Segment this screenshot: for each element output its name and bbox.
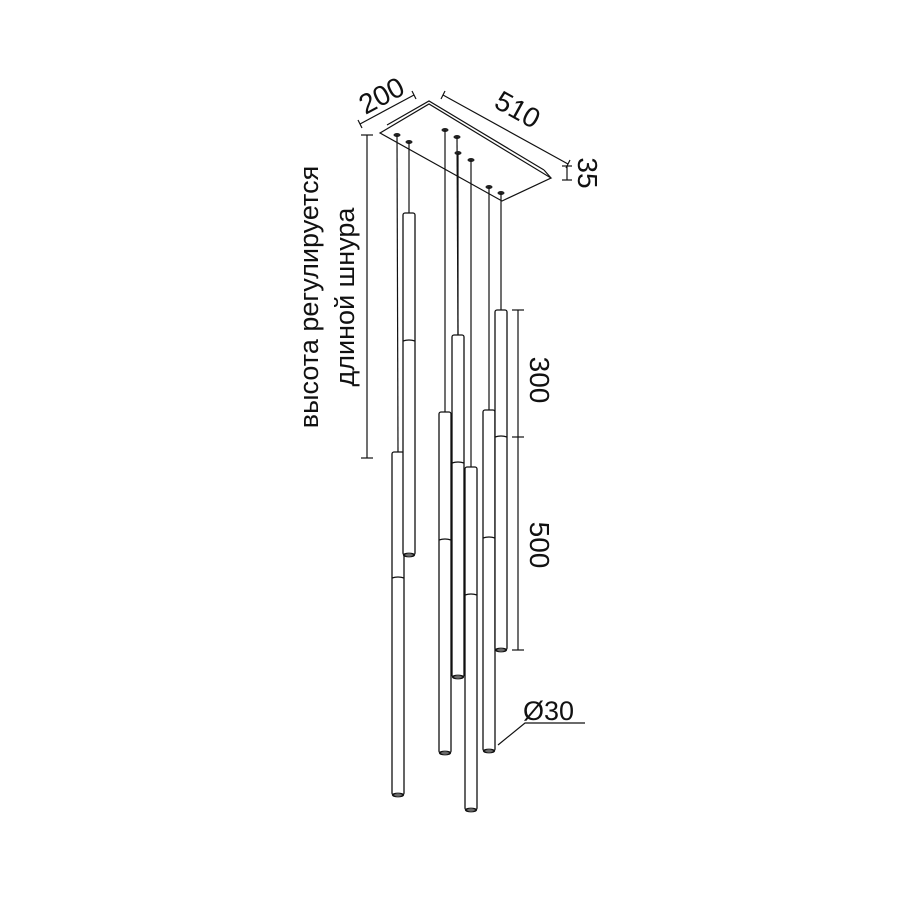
tube-body <box>482 409 496 752</box>
diameter-label: Ø30 <box>523 696 574 726</box>
tube-joint <box>451 461 465 464</box>
pendant-tube <box>464 466 478 813</box>
tube-joint <box>494 435 508 438</box>
tube-joint <box>438 538 452 541</box>
tube-joint <box>391 576 405 579</box>
tube-body <box>464 466 478 811</box>
short-segment-label: 300 <box>524 357 555 404</box>
pendant-tube <box>494 309 508 653</box>
note-line-2: длиной шнура <box>330 207 360 387</box>
width-label: 200 <box>354 71 410 120</box>
tube-end <box>494 647 508 653</box>
cord <box>396 134 399 453</box>
pendant-tubes <box>391 212 508 813</box>
tube-joint <box>402 339 416 342</box>
diameter-callout: Ø30 <box>497 696 585 746</box>
tube-end <box>482 748 496 754</box>
dimension-width: 200 <box>354 71 417 129</box>
pendant-tube <box>482 409 496 754</box>
tube-joint <box>464 593 478 596</box>
tube-end <box>402 552 416 558</box>
tube-end <box>451 674 465 680</box>
tube-length-dimensions: 300 500 <box>512 309 555 651</box>
pendant-tube <box>391 451 405 798</box>
canopy <box>378 100 553 202</box>
adjustable-height-dimension: высота регулируется длиной шнура <box>294 134 373 459</box>
pendant-tube <box>438 411 452 756</box>
cord-mounts <box>393 128 505 467</box>
tube-end <box>391 792 405 798</box>
long-segment-label: 500 <box>524 522 555 569</box>
tube-body <box>451 334 465 678</box>
note-line-1: высота регулируется <box>294 166 324 428</box>
tube-end <box>464 807 478 813</box>
pendant-tube <box>402 212 416 558</box>
tube-end <box>438 750 452 756</box>
pendant-tube <box>451 334 465 680</box>
tube-body <box>391 451 405 796</box>
tube-body <box>438 411 452 754</box>
tube-joint <box>482 536 496 539</box>
dimension-length: 510 <box>440 85 571 169</box>
tube-body <box>494 309 508 651</box>
height-label: 35 <box>572 157 603 188</box>
dimension-height: 35 <box>562 157 603 189</box>
tube-body <box>402 212 416 556</box>
length-label: 510 <box>490 85 546 135</box>
